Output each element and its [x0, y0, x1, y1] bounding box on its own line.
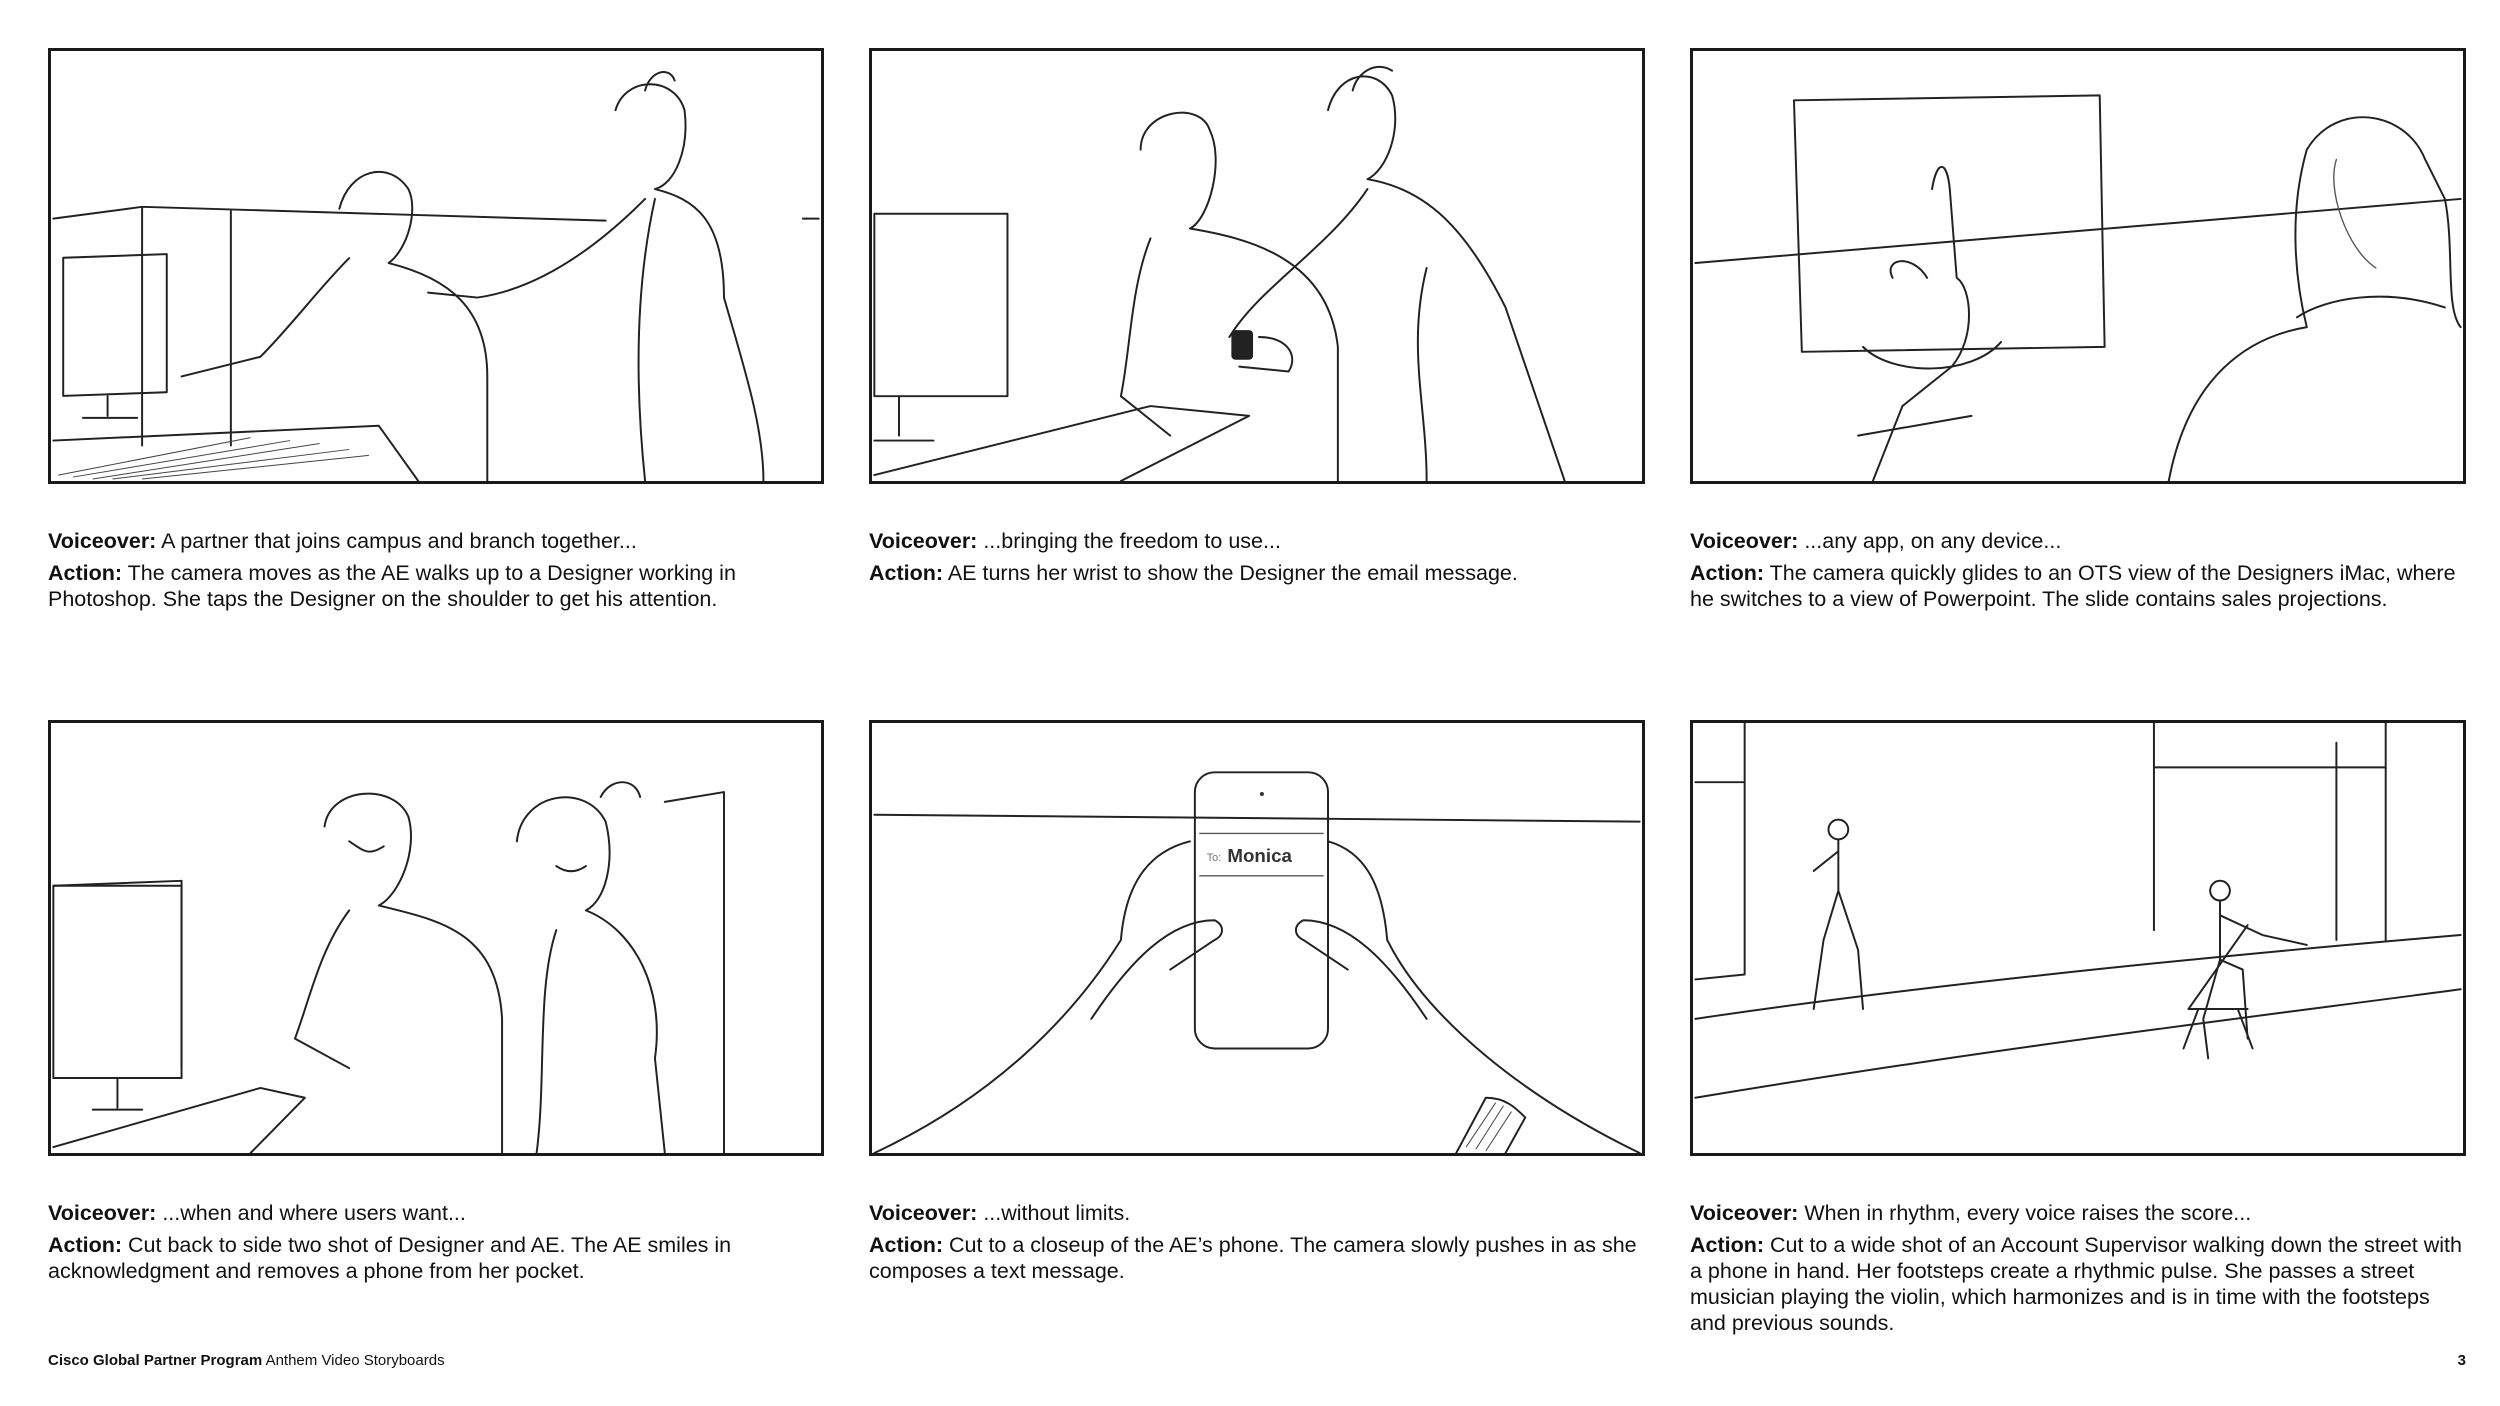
voiceover-line: Voiceover: ...when and where users want.… — [48, 1200, 824, 1226]
sketch-frame-4 — [48, 720, 824, 1156]
voiceover-label: Voiceover: — [1690, 1201, 1799, 1225]
sketch-frame-6 — [1690, 720, 2466, 1156]
footer-subtitle: Anthem Video Storyboards — [265, 1352, 445, 1369]
footer-title: Cisco Global Partner Program Anthem Vide… — [48, 1352, 445, 1369]
action-line: Action: Cut back to side two shot of Des… — [48, 1232, 824, 1284]
voiceover-line: Voiceover: A partner that joins campus a… — [48, 528, 824, 554]
sketch-ots-imac — [1694, 94, 2462, 481]
storyboard-panel-2: Voiceover: ...bringing the freedom to us… — [869, 48, 1645, 720]
action-label: Action: — [869, 1233, 944, 1257]
sketch-frame-1 — [48, 48, 824, 484]
action-label: Action: — [1690, 561, 1765, 585]
voiceover-label: Voiceover: — [869, 529, 978, 553]
action-text: The camera moves as the AE walks up to a… — [48, 561, 736, 611]
sketch-office-shoulder-tap — [52, 71, 820, 481]
voiceover-line: Voiceover: ...any app, on any device... — [1690, 528, 2466, 554]
action-label: Action: — [1690, 1233, 1765, 1257]
action-text: AE turns her wrist to show the Designer … — [947, 561, 1518, 585]
voiceover-line: Voiceover: ...bringing the freedom to us… — [869, 528, 1645, 554]
voiceover-text: ...when and where users want... — [162, 1201, 466, 1225]
action-label: Action: — [48, 561, 123, 585]
action-line: Action: The camera quickly glides to an … — [1690, 560, 2466, 612]
action-line: Action: Cut to a closeup of the AE’s pho… — [869, 1232, 1645, 1284]
sketch-frame-5: To: Monica — [869, 720, 1645, 1156]
storyboard-panel-5: To: Monica Voiceover: ...without limits.… — [869, 720, 1645, 1392]
action-line: Action: Cut to a wide shot of an Account… — [1690, 1232, 2466, 1336]
storyboard-panel-4: Voiceover: ...when and where users want.… — [48, 720, 824, 1392]
voiceover-text: ...any app, on any device... — [1804, 529, 2062, 553]
voiceover-line: Voiceover: ...without limits. — [869, 1200, 1645, 1226]
action-text: Cut to a wide shot of an Account Supervi… — [1690, 1233, 2462, 1335]
panel-caption-4: Voiceover: ...when and where users want.… — [48, 1200, 824, 1284]
sketch-street-violin — [1694, 723, 2462, 1099]
voiceover-text: ...bringing the freedom to use... — [983, 529, 1281, 553]
phone-to-label: To: — [1207, 852, 1221, 864]
panel-caption-5: Voiceover: ...without limits. Action: Cu… — [869, 1200, 1645, 1284]
storyboard-panel-1: Voiceover: A partner that joins campus a… — [48, 48, 824, 720]
action-text: Cut back to side two shot of Designer an… — [48, 1233, 732, 1283]
phone-recipient: Monica — [1227, 845, 1292, 866]
footer-brand: Cisco Global Partner Program — [48, 1352, 263, 1369]
sketch-two-shot-smile — [52, 781, 725, 1153]
panel-caption-6: Voiceover: When in rhythm, every voice r… — [1690, 1200, 2466, 1336]
sketch-frame-2 — [869, 48, 1645, 484]
panel-caption-1: Voiceover: A partner that joins campus a… — [48, 528, 824, 612]
action-line: Action: AE turns her wrist to show the D… — [869, 560, 1645, 586]
action-label: Action: — [48, 1233, 123, 1257]
voiceover-label: Voiceover: — [48, 529, 157, 553]
panel-caption-2: Voiceover: ...bringing the freedom to us… — [869, 528, 1645, 586]
voiceover-label: Voiceover: — [869, 1201, 978, 1225]
voiceover-text: When in rhythm, every voice raises the s… — [1804, 1201, 2252, 1225]
action-text: Cut to a closeup of the AE’s phone. The … — [869, 1233, 1637, 1283]
voiceover-text: A partner that joins campus and branch t… — [161, 529, 637, 553]
sketch-phone-closeup: To: Monica — [873, 771, 1641, 1153]
action-text: The camera quickly glides to an OTS view… — [1690, 561, 2456, 611]
voiceover-label: Voiceover: — [48, 1201, 157, 1225]
action-label: Action: — [869, 561, 944, 585]
sketch-frame-3 — [1690, 48, 2466, 484]
page-footer: Cisco Global Partner Program Anthem Vide… — [48, 1352, 2466, 1369]
panel-caption-3: Voiceover: ...any app, on any device... … — [1690, 528, 2466, 612]
voiceover-line: Voiceover: When in rhythm, every voice r… — [1690, 1200, 2466, 1226]
storyboard-panel-3: Voiceover: ...any app, on any device... … — [1690, 48, 2466, 720]
action-line: Action: The camera moves as the AE walks… — [48, 560, 824, 612]
page-number: 3 — [2457, 1352, 2466, 1369]
storyboard-panel-6: Voiceover: When in rhythm, every voice r… — [1690, 720, 2466, 1392]
voiceover-label: Voiceover: — [1690, 529, 1799, 553]
voiceover-text: ...without limits. — [983, 1201, 1131, 1225]
sketch-wrist-show — [873, 65, 1566, 481]
storyboard-grid: Voiceover: A partner that joins campus a… — [48, 48, 2466, 1392]
